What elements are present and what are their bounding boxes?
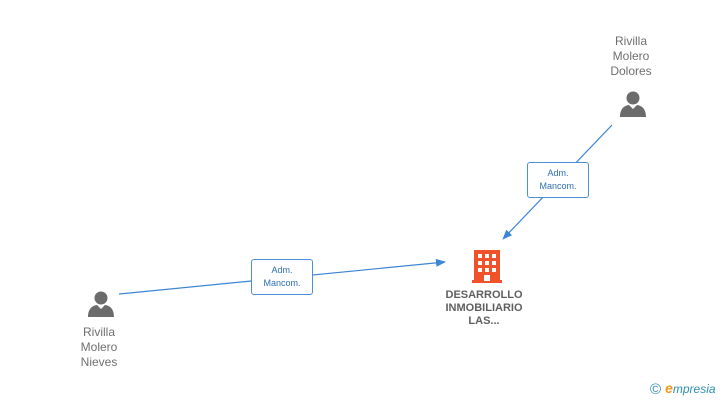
person-icon[interactable]: [620, 91, 646, 118]
person-name-line: Dolores: [610, 64, 652, 78]
brand-initial: e: [665, 380, 673, 396]
person-name-nieves[interactable]: Rivilla Molero Nieves: [49, 325, 149, 370]
person-name-line: Molero: [612, 49, 650, 63]
edge-role-line: Mancom.: [539, 181, 577, 191]
edge-role-line: Adm.: [271, 265, 293, 275]
empresia-watermark: ©empresia: [650, 380, 716, 398]
edge-role-line: Mancom.: [263, 278, 301, 288]
building-icon[interactable]: [472, 250, 502, 283]
company-name[interactable]: DESARROLLO INMOBILIARIO LAS...: [429, 289, 539, 328]
edge-role-line: Adm.: [547, 168, 569, 178]
person-name-line: Nieves: [80, 355, 118, 369]
edge-label-top: Adm. Mancom.: [527, 162, 589, 198]
person-name-line: Rivilla: [614, 34, 647, 48]
person-name-line: Molero: [80, 340, 118, 354]
person-icon[interactable]: [88, 291, 114, 318]
edge-label-left: Adm. Mancom.: [251, 259, 313, 295]
company-name-line: LAS...: [468, 315, 500, 327]
brand-name: mpresia: [672, 382, 716, 396]
person-name-line: Rivilla: [82, 325, 115, 339]
company-name-line: INMOBILIARIO: [445, 302, 523, 314]
copyright-symbol: ©: [650, 381, 662, 398]
company-name-line: DESARROLLO: [445, 289, 523, 301]
person-name-dolores[interactable]: Rivilla Molero Dolores: [581, 34, 681, 79]
